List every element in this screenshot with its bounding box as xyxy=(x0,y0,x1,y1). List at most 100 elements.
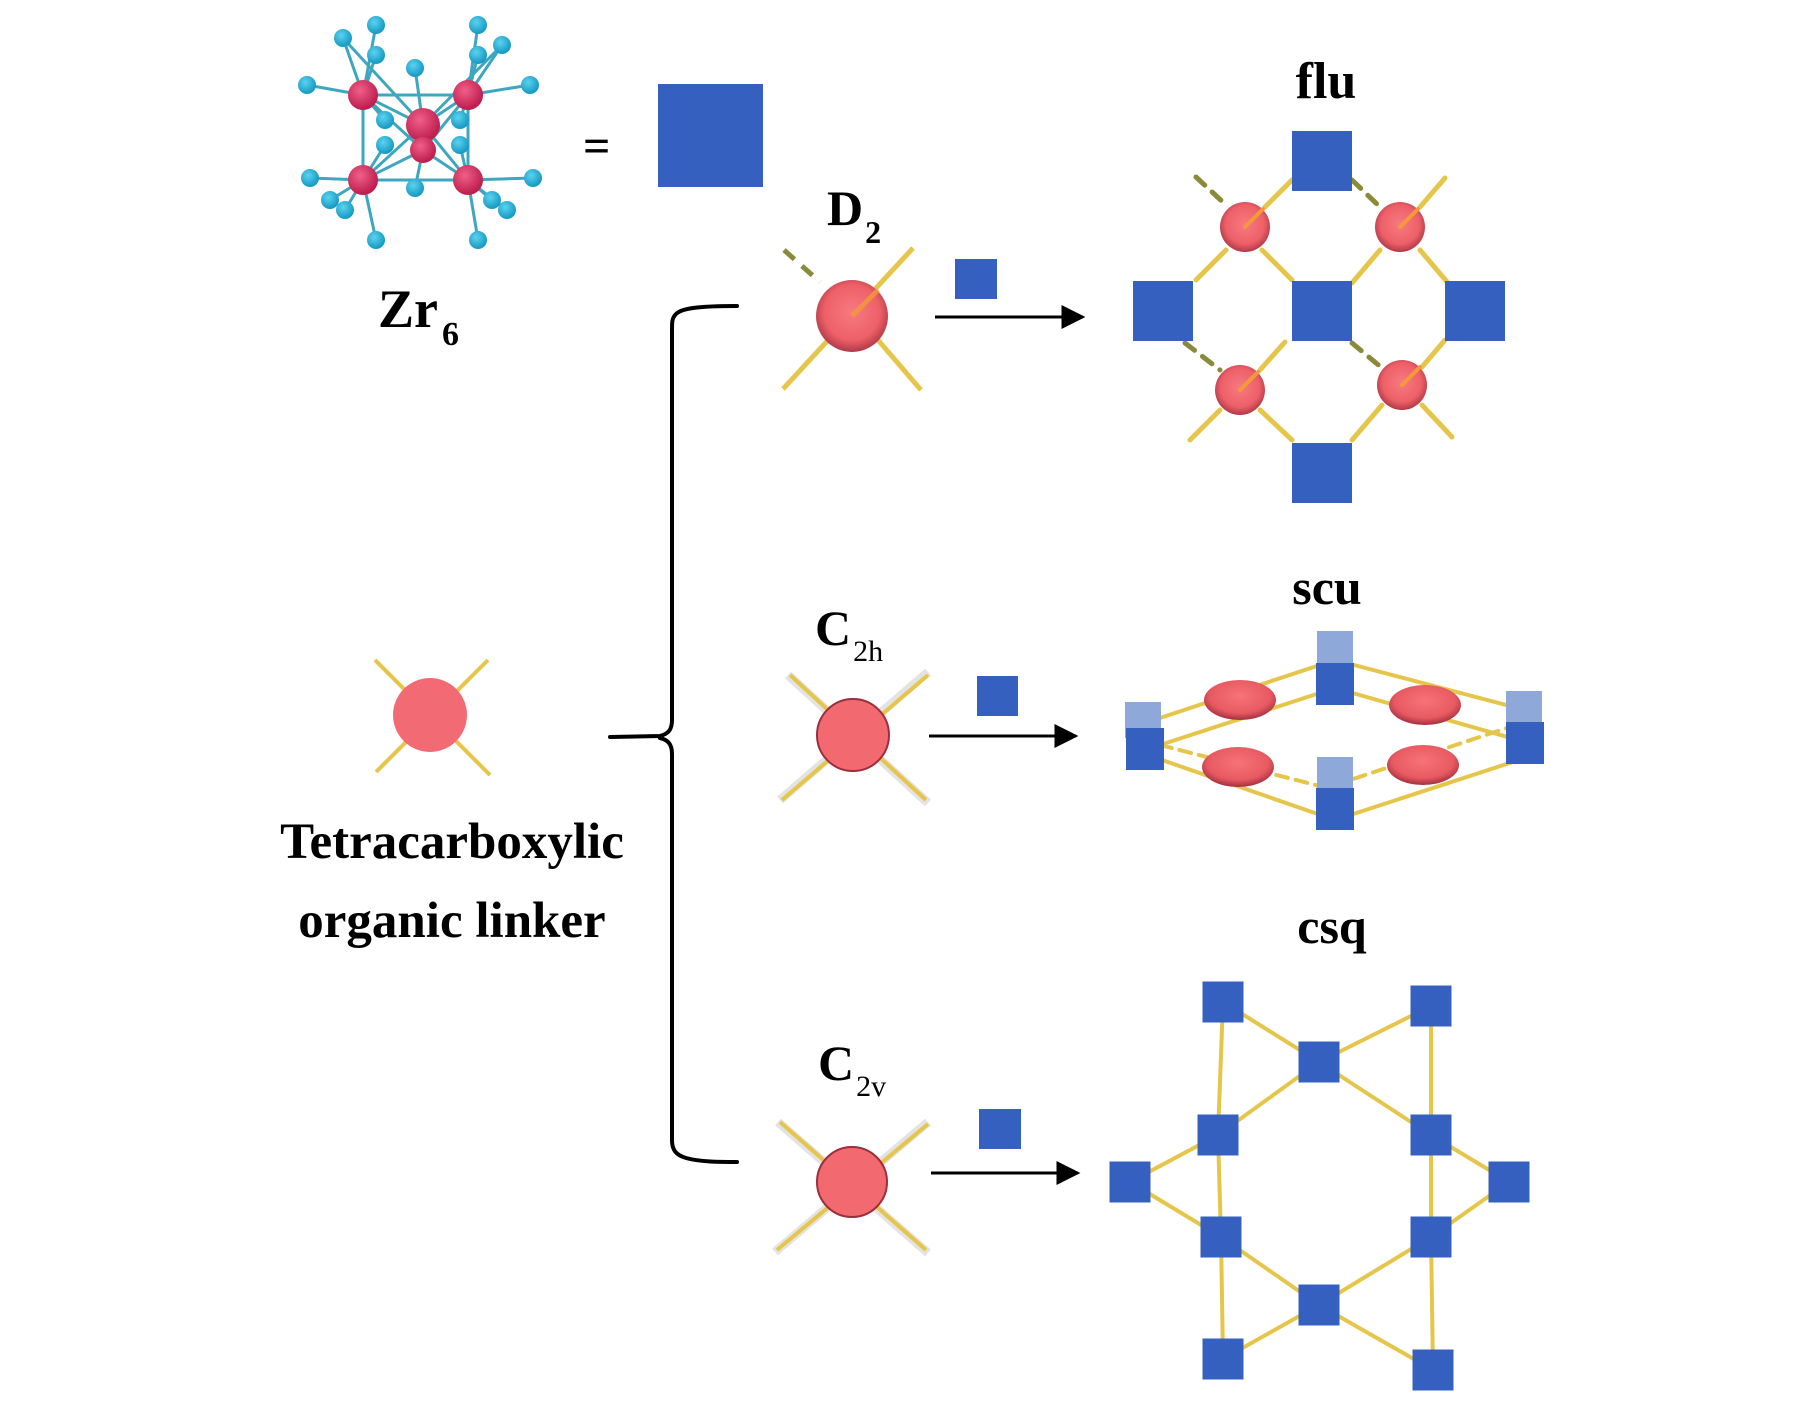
small-blue-square-icon xyxy=(955,259,997,299)
linker-edge xyxy=(1160,758,1337,822)
linker-ellipse xyxy=(1389,685,1461,725)
topology-label-scu: scu xyxy=(1292,559,1361,615)
symmetry-label-c2h: C2h xyxy=(815,600,883,668)
oxygen-atom xyxy=(498,201,516,219)
blue-square-icon xyxy=(658,84,763,187)
zirconium-atom xyxy=(453,165,483,195)
linker-edge xyxy=(1417,247,1451,286)
symmetry-label-d2: D2 xyxy=(827,180,881,250)
zirconium-atom xyxy=(348,80,378,110)
oxygen-atom xyxy=(406,179,424,197)
linker-node-c2h-icon xyxy=(777,668,932,807)
flu-square-node xyxy=(1292,131,1352,191)
linker-edge xyxy=(1193,247,1229,283)
curly-brace xyxy=(608,304,739,1164)
oxygen-atom xyxy=(367,16,385,34)
linker-edge xyxy=(1417,175,1448,210)
scu-square-node-top xyxy=(1317,757,1353,793)
scu-square-node xyxy=(1506,722,1544,764)
oxygen-atom xyxy=(483,191,501,209)
scu-square-node xyxy=(1316,663,1354,705)
oxygen-atom xyxy=(336,201,354,219)
csq-square-node xyxy=(1109,1161,1151,1203)
oxygen-atom xyxy=(334,29,352,47)
linker-edge-highlight xyxy=(1243,207,1265,229)
linker-edge xyxy=(1333,756,1527,822)
linker-node-icon xyxy=(373,658,492,777)
oxygen-atom xyxy=(469,231,487,249)
linker-edge xyxy=(1349,177,1383,210)
linker-node-c2v-icon xyxy=(772,1118,931,1257)
oxygen-atom xyxy=(469,16,487,34)
oxygen-atom xyxy=(451,136,469,154)
linker-ellipse xyxy=(1204,680,1276,720)
csq-edge xyxy=(1216,1000,1225,1137)
linker-ellipse xyxy=(1202,747,1274,787)
linker-edge xyxy=(1257,339,1288,373)
zirconium-atom xyxy=(453,80,483,110)
linker-edge xyxy=(1259,247,1295,283)
scu-net-diagram xyxy=(1125,631,1544,830)
csq-square-node xyxy=(1298,1041,1340,1083)
linker-label-line1: Tetracarboxylic xyxy=(280,814,624,870)
linker-edge xyxy=(1349,247,1383,286)
oxygen-atom xyxy=(493,36,511,54)
linker-ellipse xyxy=(1387,745,1459,785)
oxygen-atom xyxy=(406,59,424,77)
topology-label-csq: csq xyxy=(1297,898,1367,954)
oxygen-atom xyxy=(521,76,539,94)
linker-edge-highlight xyxy=(1398,207,1420,229)
csq-square-node xyxy=(1488,1161,1530,1203)
zirconium-atom xyxy=(406,108,440,142)
scu-square-node-top xyxy=(1506,691,1542,727)
scu-square-node-top xyxy=(1317,631,1353,667)
flu-square-node xyxy=(1292,443,1352,503)
zr-o-bond xyxy=(341,36,425,127)
linker-edge-highlight xyxy=(1238,370,1260,392)
equals-sign: = xyxy=(583,120,610,173)
flu-square-node xyxy=(1445,281,1505,341)
linker-edge xyxy=(1187,407,1223,443)
zirconium-atom xyxy=(348,165,378,195)
linker-edge xyxy=(1349,340,1385,371)
linker-label-line2: organic linker xyxy=(298,893,605,949)
small-blue-square-icon xyxy=(979,1109,1021,1149)
scu-square-node xyxy=(1316,788,1354,830)
linker-edge xyxy=(1193,174,1229,208)
flu-net-diagram xyxy=(1133,131,1505,503)
oxygen-atom xyxy=(298,76,316,94)
small-blue-square-icon xyxy=(977,676,1018,716)
oxygen-atom xyxy=(367,46,385,64)
linker-edge xyxy=(1257,407,1295,443)
zirconium-atom xyxy=(410,137,436,163)
scu-square-node xyxy=(1126,728,1164,770)
csq-square-node xyxy=(1410,985,1452,1027)
linker-edge xyxy=(1262,177,1295,210)
linker-node-d2-icon xyxy=(781,246,923,392)
oxygen-atom xyxy=(367,231,385,249)
linker-edge xyxy=(1333,658,1527,712)
csq-square-node xyxy=(1202,1338,1244,1380)
csq-net-diagram xyxy=(1109,981,1530,1391)
csq-square-node xyxy=(1197,1114,1239,1156)
csq-square-node xyxy=(1410,1216,1452,1258)
csq-square-node xyxy=(1202,981,1244,1023)
flu-square-node xyxy=(1292,281,1352,341)
flu-square-node xyxy=(1133,281,1193,341)
topology-label-flu: flu xyxy=(1296,53,1357,110)
oxygen-atom xyxy=(524,169,542,187)
csq-square-node xyxy=(1298,1284,1340,1326)
csq-edge xyxy=(1429,1235,1435,1372)
csq-square-node xyxy=(1410,1114,1452,1156)
oxygen-atom xyxy=(451,111,469,129)
linker-edge-highlight xyxy=(1400,365,1422,387)
linker-edge xyxy=(1349,402,1385,443)
oxygen-atom xyxy=(376,111,394,129)
zr6-cluster-model xyxy=(298,16,542,249)
linker-edge xyxy=(1419,337,1448,370)
linker-edge xyxy=(1419,402,1455,440)
linker-edge xyxy=(1182,340,1223,373)
oxygen-atom xyxy=(301,169,319,187)
